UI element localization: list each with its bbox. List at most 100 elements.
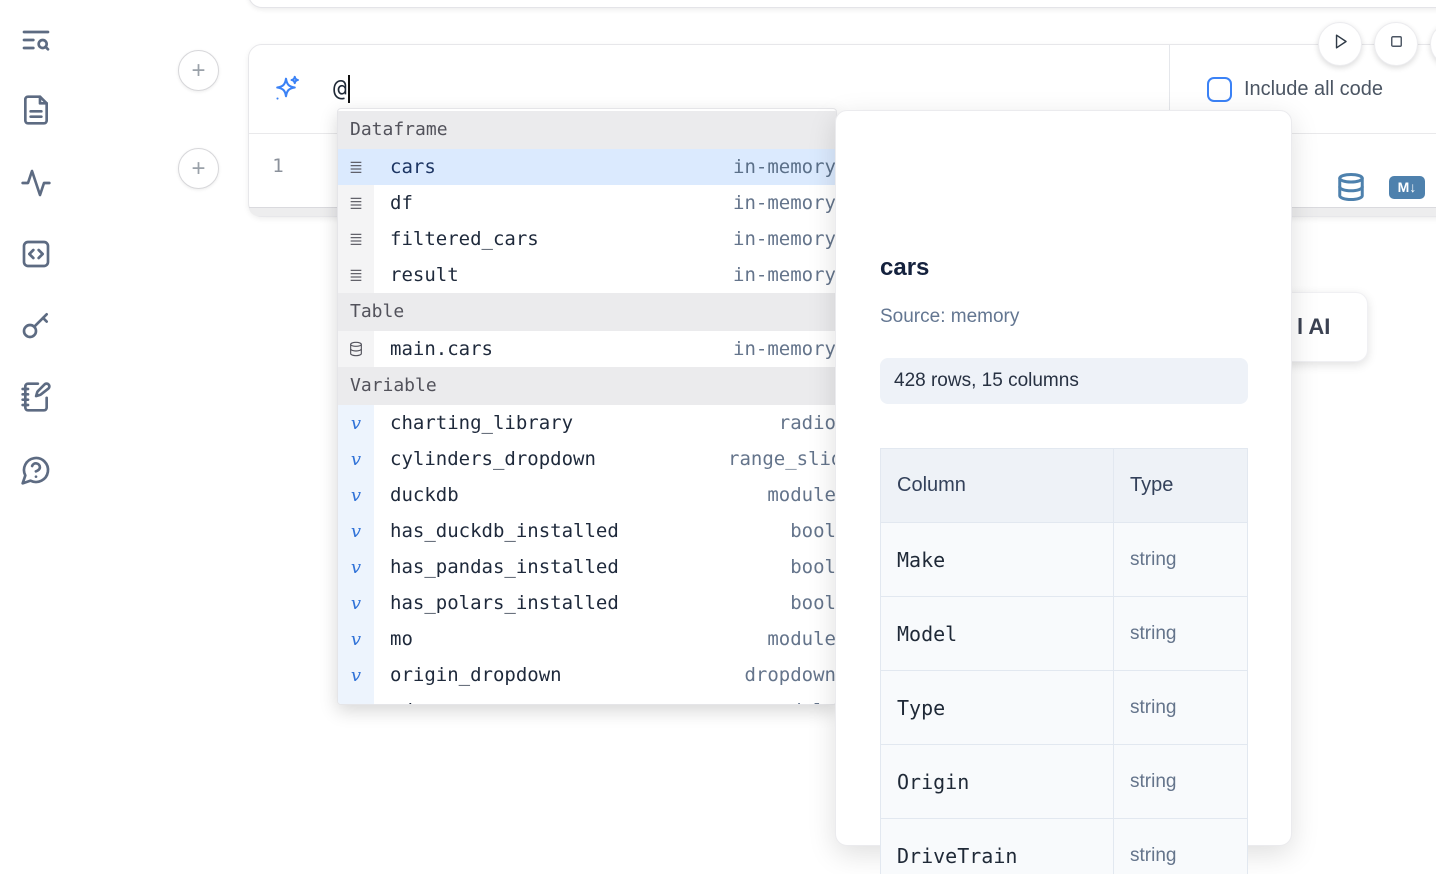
item-type: bool [728,592,836,614]
autocomplete-section-header: Dataframe [338,111,836,149]
dataframe-icon [338,257,374,293]
item-name: pd [374,700,413,705]
autocomplete-item-df[interactable]: df in-memory [338,185,836,221]
key-icon[interactable] [20,309,52,341]
item-type: range_slider [728,448,836,470]
item-name: has_polars_installed [374,592,619,614]
add-cell-above-button[interactable]: + [178,50,219,91]
item-type: in-memory [728,264,836,286]
item-name: df [374,192,413,214]
variable-icon: v [338,549,374,585]
database-icon [1336,189,1366,206]
schema-row: Makestring [881,523,1248,597]
schema-header-column: Column [881,449,1114,523]
activity-icon[interactable] [20,167,52,199]
autocomplete-item-main.cars[interactable]: main.cars in-memory [338,331,836,367]
help-chat-icon[interactable] [20,454,52,486]
schema-row: Typestring [881,671,1248,745]
text-search-icon[interactable] [20,24,52,56]
convert-to-sql-button[interactable] [1336,172,1366,202]
item-name: cars [374,156,436,178]
dataframe-icon [338,185,374,221]
variable-icon: v [338,621,374,657]
add-cell-below-button[interactable]: + [178,148,219,189]
autocomplete-item-charting_library[interactable]: vcharting_libraryradio [338,405,836,441]
stop-icon [1387,32,1406,56]
schema-column-name: Type [881,671,1114,745]
variable-icon: v [338,657,374,693]
variable-icon: v [338,441,374,477]
autocomplete-item-has_pandas_installed[interactable]: vhas_pandas_installedbool [338,549,836,585]
schema-column-type: string [1114,671,1248,745]
item-type: in-memory [728,338,836,360]
line-number: 1 [267,155,289,177]
text-cursor [348,75,350,103]
shape-badge: 428 rows, 15 columns [880,358,1248,404]
item-type: bool [728,520,836,542]
autocomplete-popup: Dataframecarsin-memorydfin-memoryfiltere… [337,108,837,705]
sparkles-icon [271,75,301,105]
item-name: filtered_cars [374,228,539,250]
convert-to-markdown-button[interactable]: M↓ [1389,176,1425,199]
schema-column-name: Make [881,523,1114,597]
item-type: module [728,484,836,506]
ai-prompt-value: @ [333,76,347,102]
schema-table: Column Type MakestringModelstringTypestr… [880,448,1248,874]
autocomplete-item-filtered_cars[interactable]: filtered_cars in-memory [338,221,836,257]
autocomplete-item-duckdb[interactable]: vduckdb module [338,477,836,513]
item-type: in-memory [728,192,836,214]
schema-row: Modelstring [881,597,1248,671]
autocomplete-item-mo[interactable]: vmomodule [338,621,836,657]
item-name: charting_library [374,412,573,434]
play-icon [1331,32,1350,56]
schema-column-type: string [1114,523,1248,597]
schema-column-name: Model [881,597,1114,671]
preview-title: cars [880,254,929,282]
autocomplete-item-pd[interactable]: vpd module [338,693,836,705]
item-name: main.cars [374,338,493,360]
previous-cell-edge [248,0,1436,8]
file-text-icon[interactable] [20,94,52,126]
autocomplete-section-header: Table [338,293,836,331]
item-name: duckdb [374,484,459,506]
notebook-pen-icon[interactable] [20,381,52,413]
item-type: in-memory [728,228,836,250]
autocomplete-item-cylinders_dropdown[interactable]: vcylinders_dropdown range_slider [338,441,836,477]
dataframe-preview-panel: cars Source: memory 428 rows, 15 columns… [835,110,1292,846]
stop-button[interactable] [1374,22,1418,66]
variable-icon: v [338,477,374,513]
dataframe-icon [338,149,374,185]
item-type: dropdown [728,664,836,686]
include-all-code-label: Include all code [1244,77,1383,102]
variable-icon: v [338,693,374,705]
autocomplete-section-header: Variable [338,367,836,405]
sidebar [0,0,70,874]
item-type: bool [728,556,836,578]
schema-column-name: Origin [881,745,1114,819]
item-name: mo [374,628,413,650]
ai-prompt-input[interactable]: @ [333,67,1033,111]
autocomplete-item-origin_dropdown[interactable]: vorigin_dropdown dropdown [338,657,836,693]
run-cell-button[interactable] [1318,22,1362,66]
variable-icon: v [338,585,374,621]
item-type: radio [728,412,836,434]
include-all-code-checkbox[interactable] [1207,77,1232,102]
autocomplete-item-has_polars_installed[interactable]: vhas_polars_installed bool [338,585,836,621]
item-type: module [728,700,836,705]
schema-row: Originstring [881,745,1248,819]
item-name: origin_dropdown [374,664,562,686]
autocomplete-item-has_duckdb_installed[interactable]: vhas_duckdb_installedbool [338,513,836,549]
schema-table-wrap: Column Type MakestringModelstringTypestr… [880,448,1249,874]
schema-row: DriveTrainstring [881,819,1248,874]
autocomplete-item-cars[interactable]: carsin-memory [338,149,836,185]
schema-header-type: Type [1114,449,1248,523]
code-square-icon[interactable] [20,238,52,270]
variable-icon: v [338,513,374,549]
schema-column-type: string [1114,819,1248,874]
item-name: result [374,264,459,286]
schema-column-type: string [1114,745,1248,819]
database-icon [338,331,374,367]
autocomplete-item-result[interactable]: result in-memory [338,257,836,293]
item-name: cylinders_dropdown [374,448,596,470]
